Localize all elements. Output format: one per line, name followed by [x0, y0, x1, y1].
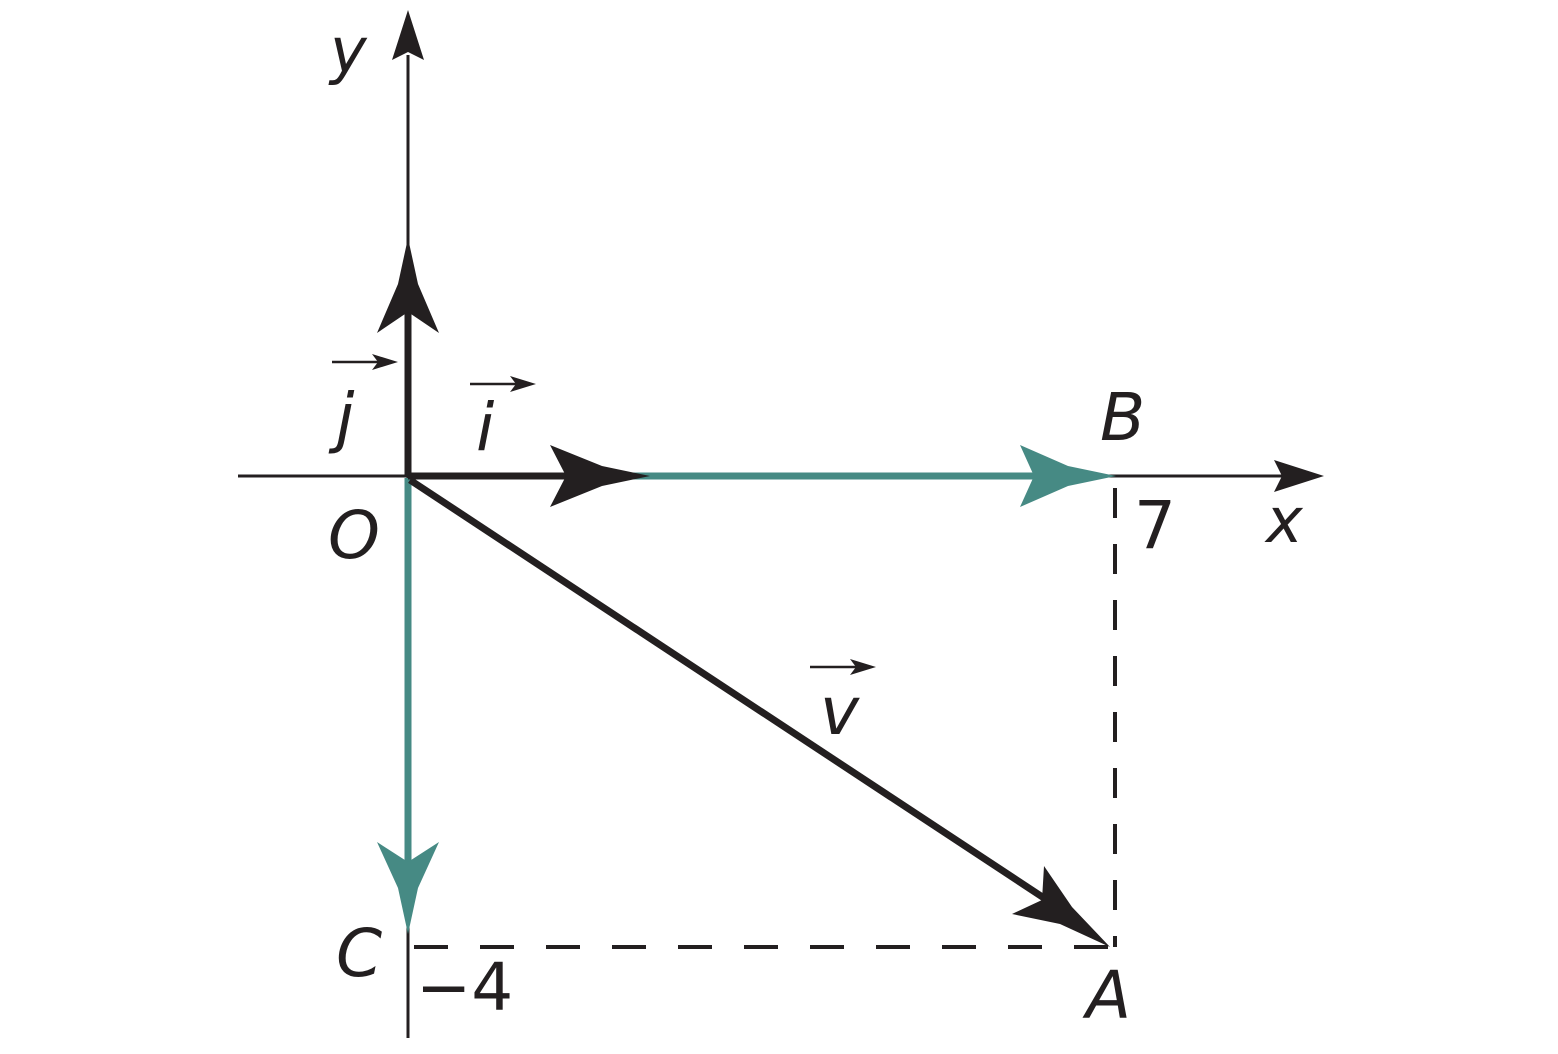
x-tick-7: 7	[1134, 487, 1176, 564]
vector-v-arrowhead	[1012, 866, 1110, 947]
vector-j-arrowhead	[377, 238, 439, 333]
x-axis-arrowhead	[1274, 460, 1324, 492]
vec-i-label: i	[476, 389, 495, 466]
origin-label: O	[328, 497, 380, 574]
vector-v	[408, 477, 1052, 905]
vec-j-overarrow	[332, 354, 398, 370]
vec-v-label: v	[820, 673, 860, 750]
vector-i-arrowhead	[550, 445, 650, 507]
vec-j-label: j	[328, 379, 355, 456]
y-tick-minus-4: −4	[416, 949, 513, 1026]
x-axis-label: x	[1264, 484, 1304, 557]
vector-ob-arrowhead	[1020, 445, 1116, 507]
point-c-label: C	[336, 915, 382, 992]
vec-i-overarrow	[470, 376, 536, 392]
y-axis-arrowhead	[392, 10, 424, 60]
vec-v-overarrow	[810, 659, 876, 675]
point-a-label: A	[1082, 957, 1131, 1034]
y-axis-label: y	[328, 14, 368, 87]
vector-oc-arrowhead	[377, 842, 439, 934]
point-b-label: B	[1100, 379, 1145, 456]
